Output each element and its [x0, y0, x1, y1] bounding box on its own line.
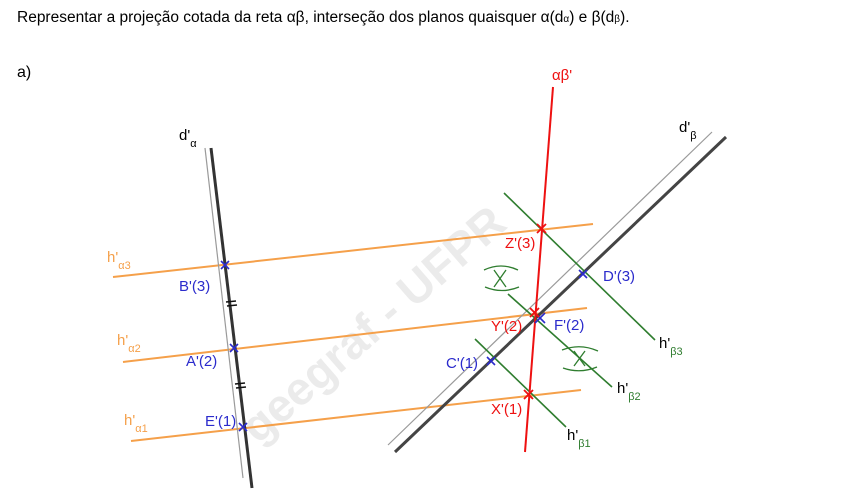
h-alpha3-line — [112, 223, 594, 278]
d-alpha-thin-line — [204, 147, 244, 479]
point-Y-marker — [529, 307, 540, 318]
h-beta3-label: h'β3 — [659, 335, 683, 358]
point-B-marker — [220, 260, 230, 270]
point-Z-label: Z'(3) — [505, 235, 535, 252]
part-label: a) — [17, 64, 32, 81]
h-alpha2-line — [122, 307, 588, 363]
h-alpha2-label: h'α2 — [117, 332, 141, 355]
point-E-label: E'(1) — [205, 413, 236, 430]
construction-arcs — [483, 265, 599, 372]
point-X-marker — [523, 389, 534, 400]
equal-segment-ticks — [225, 300, 247, 389]
point-E-marker — [238, 422, 248, 432]
point-X-label: X'(1) — [491, 401, 522, 418]
d-beta-line — [393, 135, 728, 454]
point-C-label: C'(1) — [446, 355, 478, 372]
h-alpha1-label: h'α1 — [124, 412, 148, 435]
h-beta1-line — [474, 338, 567, 428]
point-F-label: F'(2) — [554, 317, 584, 334]
h-alpha3-label: h'α3 — [107, 249, 131, 272]
point-A-marker — [229, 343, 239, 353]
point-B-label: B'(3) — [179, 278, 210, 295]
problem-statement: Representar a projeção cotada da reta αβ… — [17, 9, 630, 26]
h-alpha1-line — [130, 389, 582, 442]
h-beta3-line — [503, 192, 656, 341]
d-beta-thin-line — [387, 131, 713, 446]
d-beta-label: d'β — [679, 119, 697, 142]
point-Y-label: Y'(2) — [491, 318, 522, 335]
d-alpha-label: d'α — [179, 127, 197, 150]
d-alpha-line — [209, 147, 254, 489]
point-A-label: A'(2) — [186, 353, 217, 370]
ab-label: αβ' — [552, 67, 572, 84]
h-beta2-label: h'β2 — [617, 380, 641, 403]
h-beta1-label: h'β1 — [567, 427, 591, 450]
ab-line — [524, 86, 554, 453]
point-C-marker — [486, 356, 496, 366]
point-Z-marker — [536, 223, 547, 234]
point-D-label: D'(3) — [603, 268, 635, 285]
point-D-marker — [578, 269, 588, 279]
h-beta2-line — [507, 293, 613, 388]
